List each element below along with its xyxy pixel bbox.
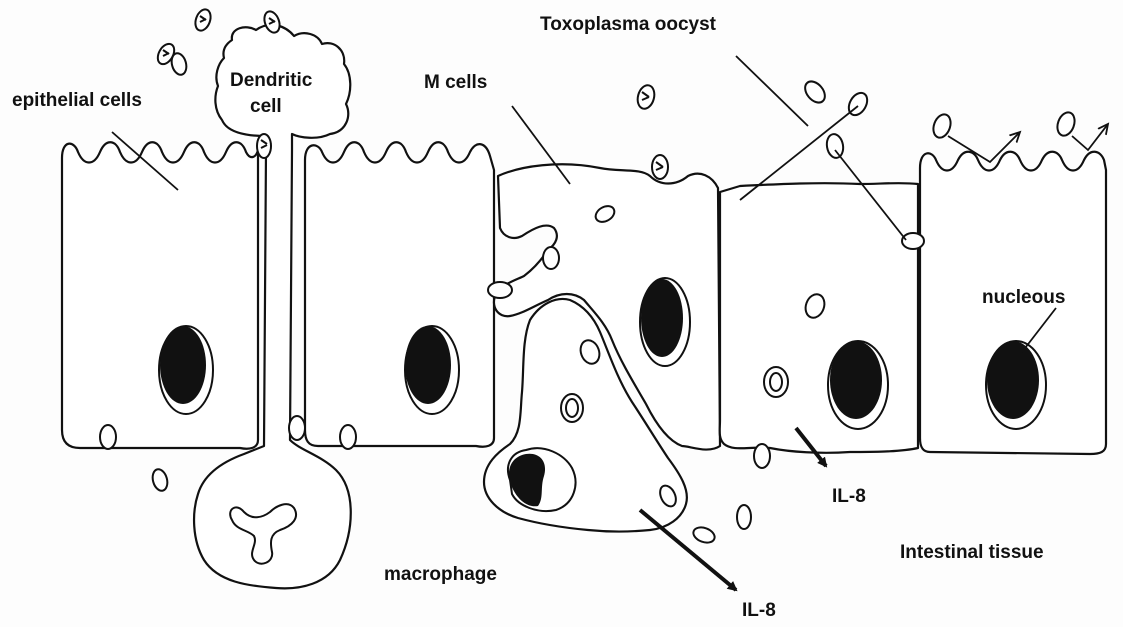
oocyst-leader-1 — [736, 56, 808, 126]
oocyst — [289, 416, 305, 440]
il8-arrow-macrophage — [640, 510, 736, 590]
label-toxoplasma-oocyst: Toxoplasma oocyst — [540, 14, 717, 35]
label-il8-macrophage: IL-8 — [742, 600, 776, 621]
label-il8-epithelial: IL-8 — [832, 486, 866, 507]
epithelial-cell-3 — [720, 183, 918, 453]
label-nucleous: nucleous — [982, 287, 1065, 308]
label-dendritic-cell-line1: Dendritic — [230, 70, 313, 91]
oocyst — [340, 425, 356, 449]
label-epithelial-cells: epithelial cells — [12, 90, 142, 111]
oocyst — [100, 425, 116, 449]
oocyst — [543, 247, 559, 269]
oocyst — [561, 394, 583, 422]
oocyst — [635, 83, 657, 110]
label-m-cells: M cells — [424, 72, 487, 93]
oocyst — [902, 233, 924, 249]
oocyst — [754, 444, 770, 468]
oocyst — [652, 155, 668, 179]
oocyst — [764, 367, 788, 397]
oocyst — [801, 78, 829, 107]
oocyst — [930, 112, 953, 140]
oocyst — [169, 52, 188, 77]
oocyst — [150, 468, 169, 493]
epithelial-cell-2 — [305, 142, 494, 446]
oocyst — [488, 282, 512, 298]
oocyst — [193, 7, 214, 32]
oocyst — [1054, 110, 1077, 138]
label-macrophage: macrophage — [384, 564, 497, 585]
oocyst — [737, 505, 751, 529]
label-intestinal-tissue: Intestinal tissue — [900, 542, 1044, 563]
oocyst — [691, 525, 716, 546]
oocyst-exit-arrow-2 — [1072, 124, 1108, 150]
epithelial-cell-1 — [62, 142, 258, 448]
oocyst — [257, 134, 271, 158]
oocyst — [825, 133, 845, 159]
label-dendritic-cell-line2: cell — [250, 96, 282, 117]
